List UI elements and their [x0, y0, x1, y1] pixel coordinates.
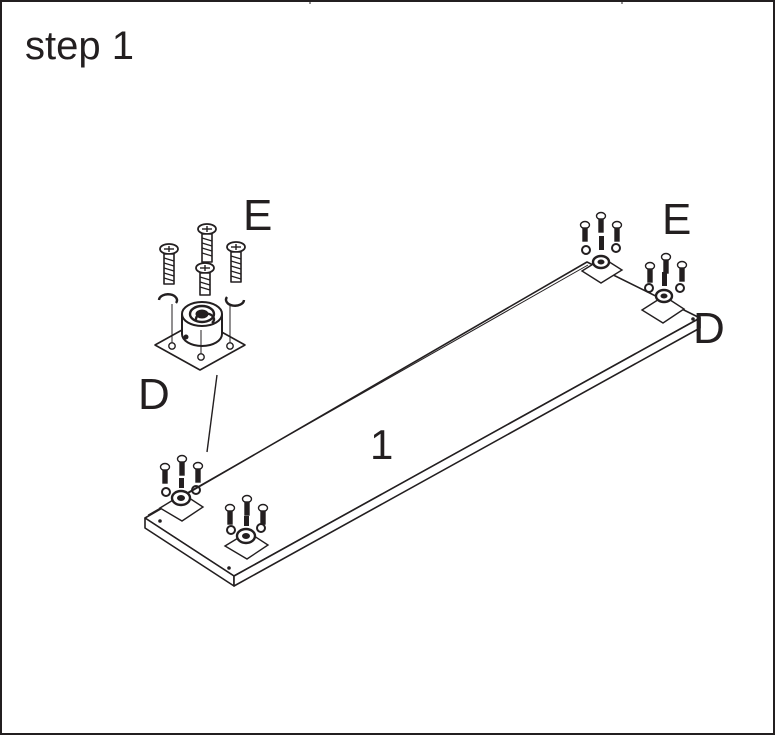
bracket-front-left	[158, 454, 205, 522]
bracket-front-right	[223, 494, 270, 560]
bracket-back-right	[640, 252, 688, 324]
hardware-d-label-detail: D	[138, 370, 170, 419]
detail-leader-line	[206, 374, 218, 453]
hardware-e-label-board: E	[662, 195, 692, 244]
panel-1	[144, 261, 701, 587]
step-title: step 1	[25, 24, 134, 68]
bracket-back-left	[579, 211, 624, 284]
exploded-bracket-detail	[154, 223, 246, 371]
hardware-d-label-board: D	[693, 304, 725, 353]
hardware-e-label-detail: E	[243, 191, 273, 240]
panel-number-label: 1	[370, 421, 394, 468]
